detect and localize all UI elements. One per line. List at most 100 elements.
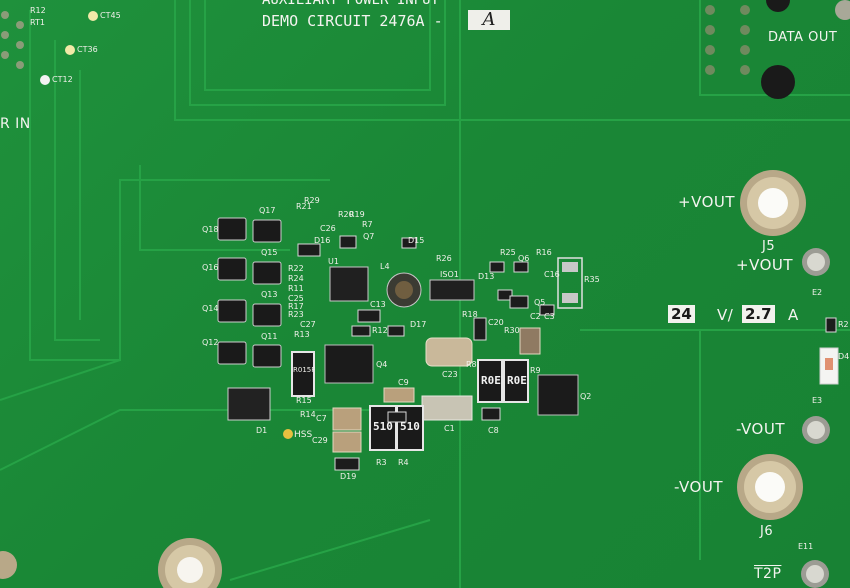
vout-v-suffix: V/ [717, 306, 734, 324]
designator-d16: D16 [314, 236, 331, 245]
designator-r35: R35 [584, 275, 600, 284]
demo-circuit-label: DEMO CIRCUIT 2476A - [262, 12, 443, 30]
designator-r8: R8 [466, 360, 477, 369]
resistor-r4-marking: 510 [400, 420, 420, 433]
designator-c27: C27 [300, 320, 316, 329]
designator-r9: R9 [530, 366, 541, 375]
designator-r25: R25 [500, 248, 516, 257]
designator-r22: R22 [288, 264, 304, 273]
designator-r29: R29 [304, 196, 320, 205]
designator-q18: Q18 [202, 225, 219, 234]
resistor-r9-marking: R0E [507, 374, 527, 387]
designator-d1: D1 [256, 426, 268, 435]
designator-q6: Q6 [518, 254, 530, 263]
designator-d4: D4 [838, 352, 850, 361]
designator-q7: Q7 [363, 232, 375, 241]
designator-q5: Q5 [534, 298, 546, 307]
e11-ref: E11 [798, 542, 814, 551]
designator-r14: R14 [300, 410, 316, 419]
testpoint-ct36: CT36 [77, 45, 98, 54]
data-out-label: DATA OUT [768, 30, 838, 45]
designator-r23: R23 [288, 310, 304, 319]
designator-c9: C9 [398, 378, 409, 387]
designator-c29: C29 [312, 436, 328, 445]
designator-c23: C23 [442, 370, 458, 379]
designator-c20: C20 [488, 318, 504, 327]
designator-r7: R7 [362, 220, 373, 229]
designator-r12-top: R12 [30, 6, 46, 15]
designator-c16: C16 [544, 270, 560, 279]
designator-c2: C2 [530, 312, 541, 321]
designator-q13: Q13 [261, 290, 278, 299]
designator-c1: C1 [444, 424, 455, 433]
vout-pos-label-2: +VOUT [736, 256, 794, 274]
vout-a-suffix: A [788, 306, 799, 324]
vout-current-handwritten: 2.7 [742, 305, 775, 323]
designator-c25: C25 [288, 294, 304, 303]
terminal-e2 [802, 248, 830, 276]
designator-r11: R11 [288, 284, 304, 293]
designator-l4: L4 [380, 262, 390, 271]
j6-ref: J6 [760, 524, 774, 539]
vout-neg-label-2: -VOUT [674, 478, 723, 496]
designator-q15: Q15 [261, 248, 278, 257]
terminal-e3 [802, 416, 830, 444]
testpoint-ct12: CT12 [52, 75, 73, 84]
j5-ref: J5 [762, 239, 776, 254]
designator-r3: R3 [376, 458, 387, 467]
designator-d13: D13 [478, 272, 495, 281]
designator-r19: R19 [349, 210, 365, 219]
t2p-label: T2P [754, 566, 782, 582]
designator-r20: R20 [338, 210, 354, 219]
designator-r24: R24 [288, 274, 304, 283]
designator-c13: C13 [370, 300, 386, 309]
designator-q4: Q4 [376, 360, 388, 369]
designator-q16: Q16 [202, 263, 219, 272]
testpoint-ct45: CT45 [100, 11, 121, 20]
designator-d19: D19 [340, 472, 357, 481]
designator-d17: D17 [410, 320, 427, 329]
power-in-label: R IN [0, 116, 31, 132]
designator-c8: C8 [488, 426, 499, 435]
revision-letter: A [468, 10, 510, 30]
aux-power-title: AUXILIARY POWER INPUT [262, 0, 440, 8]
designator-r21: R21 [296, 202, 312, 211]
designator-r16: R16 [536, 248, 552, 257]
designator-r15: R15 [296, 396, 312, 405]
designator-r18: R18 [462, 310, 478, 319]
designator-r13: R13 [294, 330, 310, 339]
designator-q12: Q12 [202, 338, 219, 347]
terminal-e11 [801, 560, 829, 588]
designator-r12: R12 [372, 326, 388, 335]
designator-d15: D15 [408, 236, 425, 245]
designator-r4: R4 [398, 458, 409, 467]
designator-u1: U1 [328, 257, 339, 266]
connector-j5 [740, 170, 806, 236]
designator-r2: R2 [838, 320, 849, 329]
resistor-r15-marking: R015F [293, 366, 316, 374]
designator-q17: Q17 [259, 206, 276, 215]
designator-c3: C3 [544, 312, 555, 321]
designator-hss: HSS [294, 430, 313, 440]
vout-voltage-handwritten: 24 [668, 305, 695, 323]
designator-q11: Q11 [261, 332, 278, 341]
e3-ref: E3 [812, 396, 823, 405]
e2-ref: E2 [812, 288, 823, 297]
designator-q14: Q14 [202, 304, 219, 313]
resistor-r3-marking: 510 [373, 420, 393, 433]
designator-c7: C7 [316, 414, 327, 423]
designator-q2: Q2 [580, 392, 592, 401]
designator-c26: C26 [320, 224, 336, 233]
mounting-hole-bottom [158, 538, 222, 588]
vout-neg-label-1: -VOUT [736, 420, 785, 438]
designator-r30: R30 [504, 326, 520, 335]
designator-r26: R26 [436, 254, 452, 263]
designator-r17: R17 [288, 302, 304, 311]
designator-iso1: ISO1 [440, 270, 459, 279]
vout-pos-label-1: +VOUT [678, 193, 736, 211]
connector-j6 [737, 454, 803, 520]
resistor-r8-marking: R0E [481, 374, 501, 387]
designator-rt1: RT1 [30, 18, 45, 27]
